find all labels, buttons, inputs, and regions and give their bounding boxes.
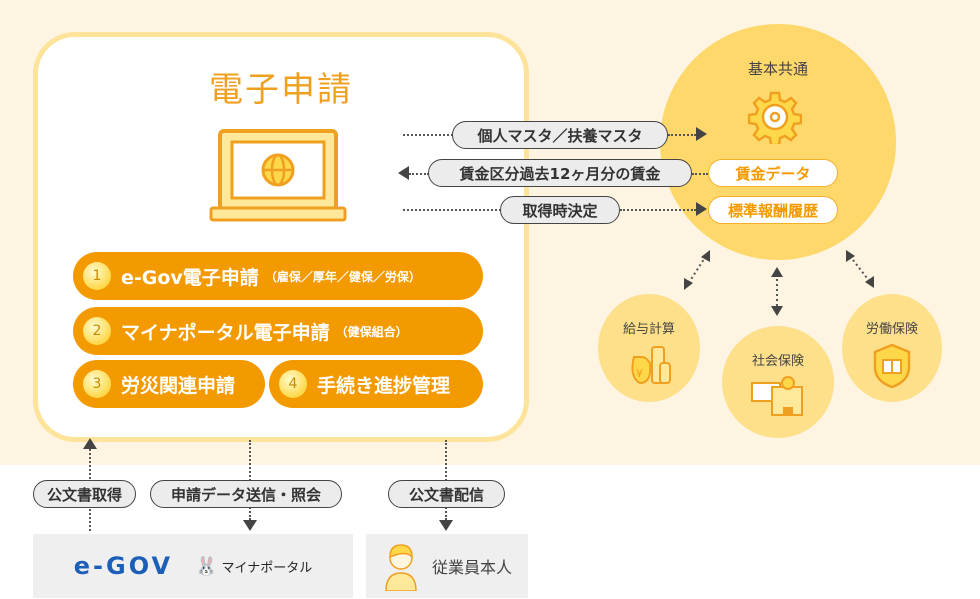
employee-label: 従業員本人: [431, 558, 512, 577]
dotted-connector: [403, 209, 501, 211]
panel-title: 電子申請: [209, 70, 353, 110]
doc-deliver-label: 公文書配信: [388, 480, 505, 508]
send-query-label: 申請データ送信・照会: [150, 480, 342, 508]
standard-history-badge: 標準報酬履歴: [708, 196, 838, 224]
module-connectors: [684, 250, 874, 316]
employee-box: 従業員本人: [366, 534, 528, 598]
menu-item-label: マイナポータル電子申請: [121, 321, 330, 344]
number-badge: 1: [83, 262, 111, 290]
module-payroll[interactable]: 給与計算 ¥: [598, 294, 700, 402]
rabbit-icon: 🐰: [195, 555, 218, 577]
svg-text:¥: ¥: [636, 367, 643, 380]
number-badge: 4: [279, 370, 307, 398]
wage-history-flow-label: 賃金区分過去12ヶ月分の賃金: [428, 159, 692, 187]
arrow-right-icon: [696, 127, 707, 141]
dotted-connector: [692, 173, 708, 175]
mynaportal-logo-text: マイナポータル: [221, 560, 313, 576]
gov-services-box: e-GOV 🐰 マイナポータル: [33, 534, 353, 598]
module-label: 労働保険: [865, 322, 918, 337]
arrow-left-icon: [398, 166, 409, 180]
doc-get-label: 公文書取得: [33, 480, 136, 508]
menu-item-label: e-Gov電子申請: [121, 266, 259, 289]
dotted-connector: [620, 209, 696, 211]
money-bag-coins-icon: ¥: [631, 346, 671, 385]
mynaportal-logo[interactable]: 🐰 マイナポータル: [195, 556, 312, 577]
gear-icon: [748, 91, 802, 144]
acquisition-flow-label: 取得時決定: [500, 196, 620, 224]
arrow-down-icon: [439, 520, 453, 531]
dotted-connector: [403, 134, 453, 136]
menu-item-label: 手続き進捗管理: [317, 374, 451, 397]
menu-item-sub: （健保組合）: [335, 324, 408, 339]
egov-logo[interactable]: e-GOV: [73, 552, 174, 580]
shield-briefcase-icon: [873, 343, 911, 389]
module-social-insurance[interactable]: 社会保険: [722, 326, 834, 438]
module-label: 給与計算: [622, 322, 675, 337]
menu-item-mynaportal[interactable]: 2 マイナポータル電子申請 （健保組合）: [73, 307, 483, 355]
menu-item-sub: （雇保／厚年／健保／労保）: [264, 269, 421, 284]
employee-avatar-icon: [385, 544, 417, 591]
menu-item-label: 労災関連申請: [121, 374, 236, 397]
wage-data-badge: 賃金データ: [708, 159, 838, 187]
core-title: 基本共通: [747, 60, 808, 78]
module-label: 社会保険: [751, 354, 804, 369]
dotted-connector: [409, 173, 429, 175]
menu-item-progress[interactable]: 4 手続き進捗管理: [269, 360, 483, 408]
number-badge: 3: [83, 370, 111, 398]
hospital-icon: [751, 376, 803, 416]
dotted-connector: [668, 134, 696, 136]
menu-item-egov[interactable]: 1 e-Gov電子申請 （雇保／厚年／健保／労保）: [73, 252, 483, 300]
number-badge: 2: [83, 317, 111, 345]
arrow-right-icon: [696, 202, 707, 216]
laptop-globe-icon: [209, 129, 347, 222]
module-labor-insurance[interactable]: 労働保険: [842, 294, 942, 402]
menu-item-workers-comp[interactable]: 3 労災関連申請: [73, 360, 265, 408]
arrow-up-icon: [83, 438, 97, 449]
arrow-down-icon: [243, 520, 257, 531]
master-flow-label: 個人マスタ／扶養マスタ: [452, 121, 668, 149]
